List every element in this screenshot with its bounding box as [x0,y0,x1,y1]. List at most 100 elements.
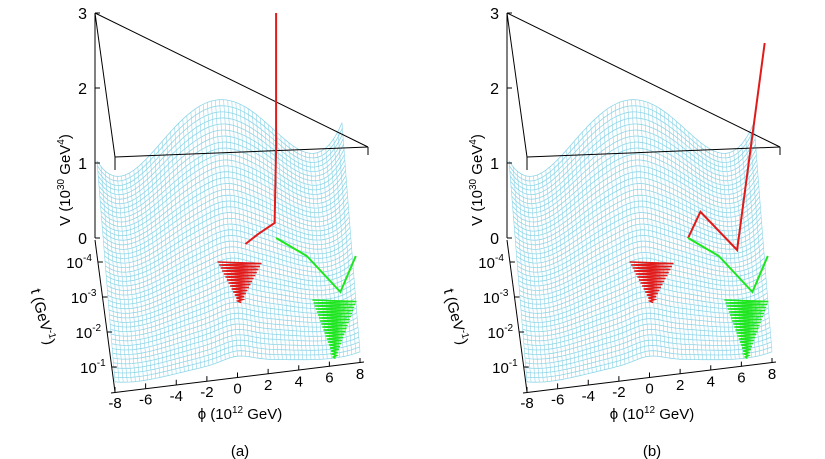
surface-mesh-line [182,119,202,368]
surface-mesh-line [553,163,573,378]
t-tick-label: 10-2 [76,323,102,342]
surface-mesh-line [247,108,267,360]
surface-mesh-line [631,99,650,357]
surface-mesh-line [231,101,251,357]
surface-mesh-line [137,166,157,379]
t-axis-label-a: t (GeV-1) [27,287,59,347]
surface-mesh-line [663,111,683,360]
t-ticks-a: 10-410-310-210-1 [66,239,117,393]
green-oscillation [312,299,357,360]
t-tick-label: 10-2 [488,323,514,342]
trajectories-b [629,42,769,360]
red-trajectory [687,42,766,253]
x-tick-label: -8 [108,395,121,412]
surface-mesh-line [606,109,626,365]
t-tick-label: 10-4 [478,253,504,272]
surface-mesh-line [166,136,185,372]
surface-mesh-line [598,115,618,367]
surface-mesh-line [186,115,206,367]
surface-mesh-line [610,106,630,363]
surface-mesh-line [202,104,222,362]
z-tick-label: 1 [490,156,499,173]
surface-mesh-line [647,102,667,358]
surface-mesh-line [260,117,279,360]
surface-mesh-line [639,100,658,357]
surface-mesh-line [219,99,238,357]
x-tick-label: -2 [200,384,213,401]
surface-mesh-line [627,100,646,357]
z-tick-label: 3 [78,6,87,23]
surface-mesh-line [533,175,552,382]
x-axis-label-b: ϕ (1012 GeV) [610,405,695,423]
surface-curve [512,153,758,218]
x-tick-label: 2 [264,377,272,394]
surface-mesh-line [753,122,773,352]
surface-mesh-line [712,150,732,360]
plot-box-a [94,12,369,238]
potential-surface-b [508,99,773,383]
surface-mesh-line [717,152,736,360]
surface-mesh-line [659,108,679,360]
surface-mesh-line [235,102,255,358]
surface-mesh-line [537,174,556,381]
t-ticks-b: 10-4 10-3 10-2 10-1 [478,239,529,393]
surface-mesh-line [125,174,144,381]
surface-mesh-line [570,145,589,374]
x-tick-label: 8 [768,366,776,383]
x-axis-label-a: ϕ (1012 GeV) [198,405,283,423]
surface-mesh-line [574,141,593,373]
surface-mesh-line [692,135,712,360]
surface-mesh-line [96,160,116,382]
surface-mesh-line [284,139,304,360]
surface-curve [513,165,759,227]
surface-mesh-line [688,132,707,360]
red-oscillation [629,261,674,304]
surface-mesh-line [590,123,609,369]
z-tick-label: 1 [78,156,87,173]
t-axis-line [506,239,528,393]
trajectories-a [217,13,357,360]
surface-mesh-line [594,119,614,368]
x-tick-label: 6 [737,370,745,387]
t-tick-label: 10-3 [483,288,509,307]
surface-mesh-line [145,159,165,377]
surface-mesh-line [215,100,234,357]
t-tick-label: 10-3 [71,288,97,307]
surface-mesh-line [211,101,230,359]
x-tick-label: 4 [295,373,303,390]
x-tick-label: 0 [233,381,241,398]
surface-mesh-line [643,101,663,357]
x-tick-label: 2 [676,377,684,394]
surface-mesh-line [521,173,540,383]
surface-mesh-line [672,117,691,360]
plot-box-b [506,12,781,238]
surface-mesh-line [541,172,560,380]
x-tick-label: -8 [520,395,533,412]
t-tick-label: 10-1 [492,358,518,377]
surface-mesh-line [113,175,132,382]
surface-mesh-line [512,166,532,383]
surface-mesh-line [190,112,210,366]
surface-mesh-line [619,102,638,360]
surface-mesh-line [741,143,761,356]
surface-mesh-line [529,176,548,382]
surface-mesh-line [121,175,140,382]
surface-mesh-line [565,150,585,375]
surface-mesh-line [198,106,218,363]
red-oscillation [217,261,262,304]
x-tick-label: 6 [325,370,333,387]
surface-mesh-line [525,175,544,382]
caption-b: (b) [643,443,661,459]
surface-mesh-line [557,159,577,377]
surface-mesh-line [508,160,528,382]
surface-mesh-line [280,135,300,360]
surface-mesh-line [251,111,271,360]
surface-mesh-line [341,122,361,352]
z-axis-label-b: V (1030 GeV4) [468,134,486,226]
surface-mesh-line [708,148,728,360]
